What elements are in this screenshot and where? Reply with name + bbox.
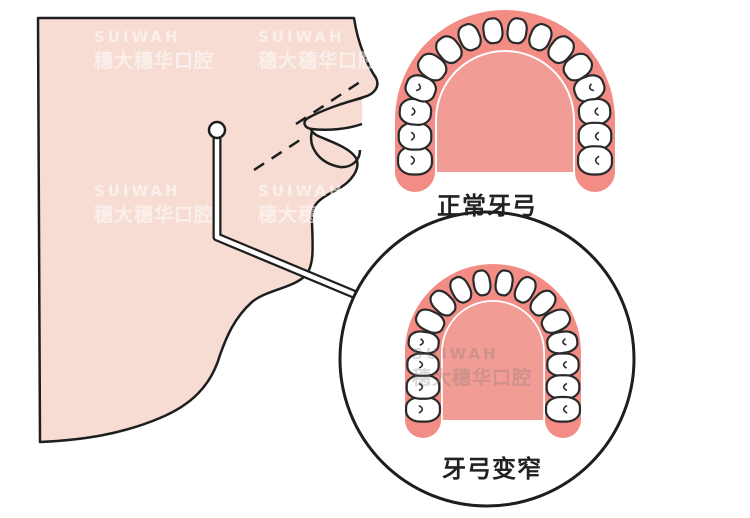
tooth (457, 22, 482, 52)
tooth (545, 374, 581, 400)
face-profile (36, 16, 379, 444)
tooth (398, 97, 433, 126)
tooth (435, 35, 463, 65)
tooth (406, 352, 440, 377)
tooth (529, 289, 557, 317)
tooth (528, 22, 553, 52)
tooth (547, 35, 575, 65)
pointer-line-inner (214, 128, 371, 303)
tooth (494, 269, 514, 297)
tooth (397, 121, 433, 151)
tooth (506, 17, 528, 45)
normal-arch-drawing (395, 9, 615, 192)
tooth (429, 289, 457, 317)
tooth (414, 308, 446, 334)
tooth (405, 374, 441, 400)
lower-lip (309, 130, 362, 169)
tooth (472, 269, 492, 297)
palate (442, 301, 544, 420)
tooth (404, 395, 442, 423)
palate (437, 52, 573, 172)
pointer-dot (207, 120, 227, 140)
jaw-guide-line-lower (253, 138, 301, 172)
jaw-guide-line-upper (295, 80, 361, 126)
tooth (546, 352, 580, 377)
tooth (449, 275, 473, 304)
tooth (416, 52, 448, 82)
tooth (576, 145, 614, 176)
tooth (540, 308, 572, 334)
tooth (482, 17, 504, 45)
tooth (513, 275, 537, 304)
narrow-arch-label: 牙弓变窄 (442, 455, 542, 483)
normal-arch-label: 正常牙弓 (437, 192, 537, 220)
narrow-arch-drawing (404, 263, 582, 438)
tooth (407, 330, 440, 355)
tooth (544, 395, 582, 423)
upper-lip (303, 96, 363, 132)
